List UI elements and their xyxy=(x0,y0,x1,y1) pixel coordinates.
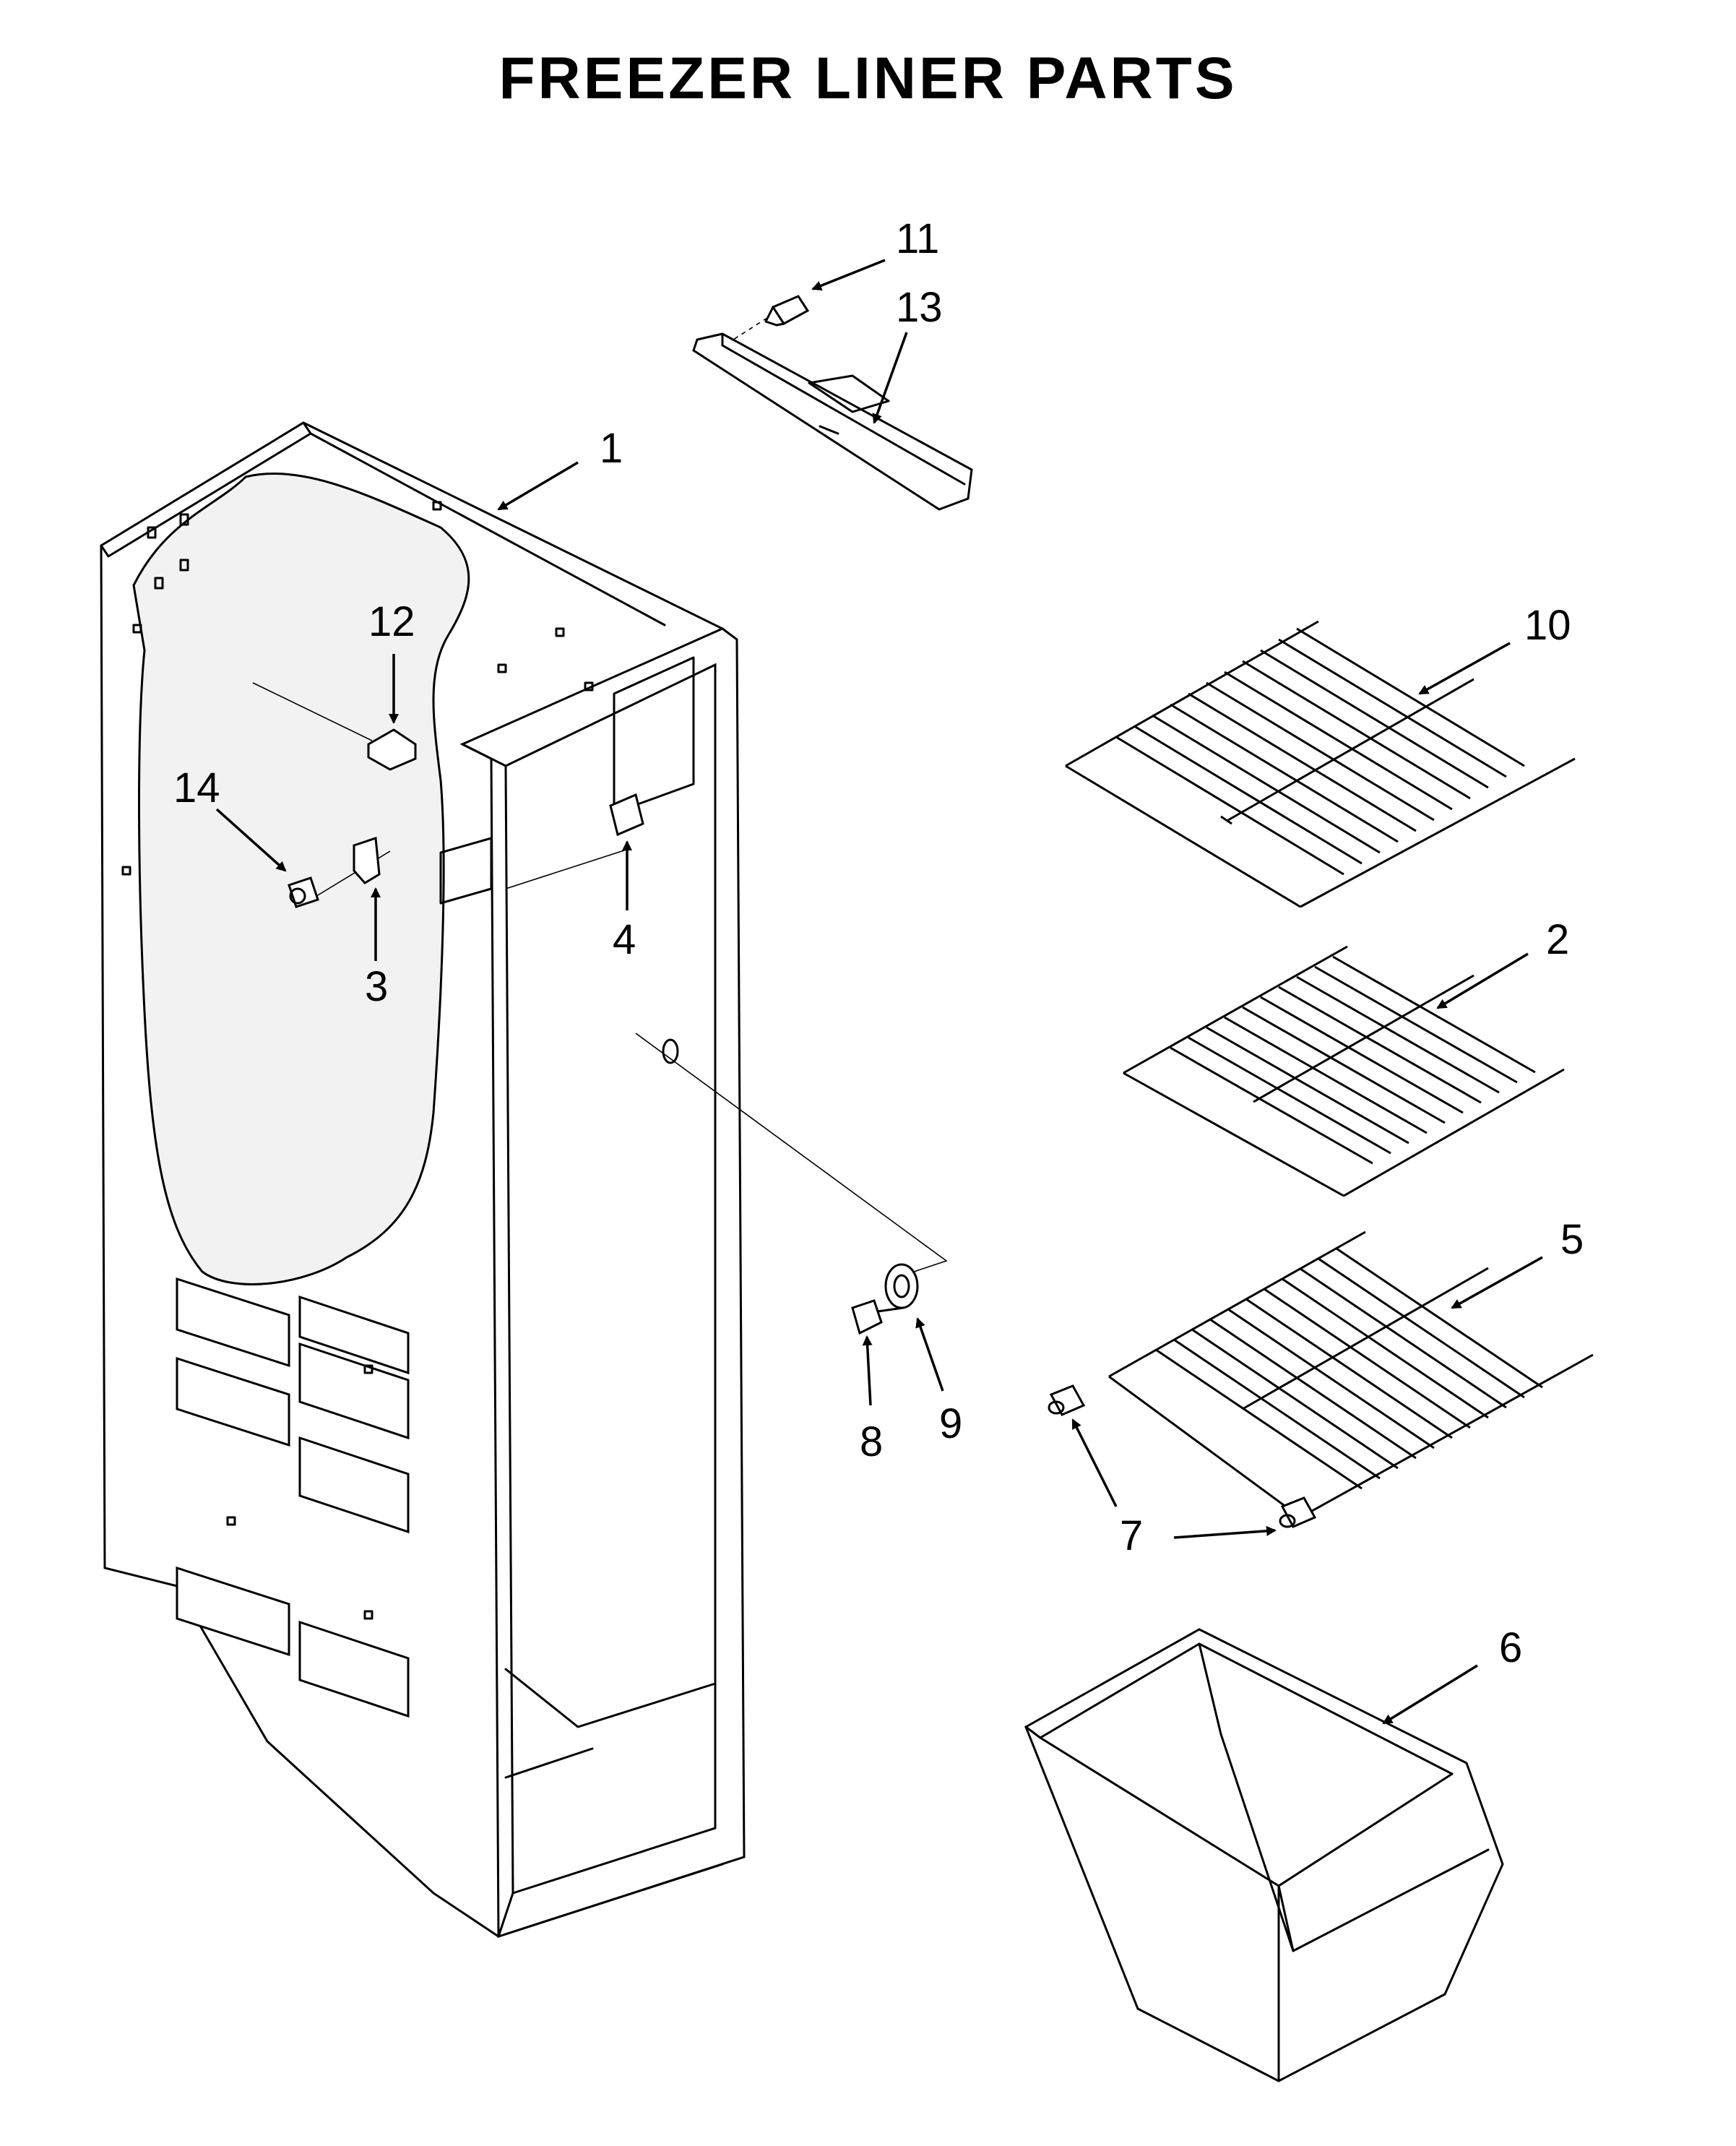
callout-13: 13 xyxy=(872,284,943,424)
callout-7: 7 xyxy=(1071,1418,1277,1559)
callout-label: 1 xyxy=(600,425,623,472)
callout-9: 9 xyxy=(915,1317,962,1447)
callout-6: 6 xyxy=(1382,1624,1522,1725)
part-12-clip[interactable] xyxy=(367,728,417,771)
part-5-wire-shelf[interactable] xyxy=(1108,1231,1594,1519)
callout-12: 12 xyxy=(368,598,415,724)
part-3-bracket[interactable] xyxy=(353,836,381,884)
callout-label: 2 xyxy=(1546,916,1569,963)
callout-label: 6 xyxy=(1499,1624,1522,1671)
callout-label: 13 xyxy=(896,284,943,331)
callout-label: 7 xyxy=(1120,1512,1143,1559)
callout-label: 12 xyxy=(368,598,415,645)
callout-8: 8 xyxy=(860,1335,883,1465)
part-10-wire-shelf[interactable] xyxy=(1065,620,1576,908)
callout-label: 4 xyxy=(613,916,636,963)
callout-label: 3 xyxy=(365,963,388,1010)
part-14-screw[interactable] xyxy=(288,876,319,908)
part-11-screw[interactable] xyxy=(733,295,810,340)
callout-10: 10 xyxy=(1418,602,1571,695)
callout-label: 5 xyxy=(1560,1216,1584,1263)
callout-label: 14 xyxy=(173,764,220,811)
part-2-wire-shelf[interactable] xyxy=(1123,945,1565,1197)
callout-label: 8 xyxy=(860,1418,883,1465)
part-13-rail[interactable] xyxy=(692,332,973,511)
callout-3: 3 xyxy=(365,887,388,1010)
callout-label: 11 xyxy=(896,215,939,262)
callout-label: 10 xyxy=(1524,602,1571,649)
callout-11: 11 xyxy=(811,215,939,291)
callout-label: 9 xyxy=(939,1400,962,1447)
part-9-spacer[interactable] xyxy=(884,1263,919,1309)
callout-4: 4 xyxy=(613,840,636,963)
part-1-freezer-liner[interactable] xyxy=(100,421,948,1939)
callout-2: 2 xyxy=(1436,916,1569,1009)
callout-5: 5 xyxy=(1451,1216,1584,1309)
part-4-clip[interactable] xyxy=(609,793,644,837)
callout-1: 1 xyxy=(497,425,623,511)
page-title: FREEZER LINER PARTS xyxy=(498,46,1238,111)
callout-14: 14 xyxy=(173,764,287,872)
part-7-end-caps[interactable] xyxy=(1048,1384,1317,1528)
part-6-storage-bin[interactable] xyxy=(1024,1628,1504,2082)
